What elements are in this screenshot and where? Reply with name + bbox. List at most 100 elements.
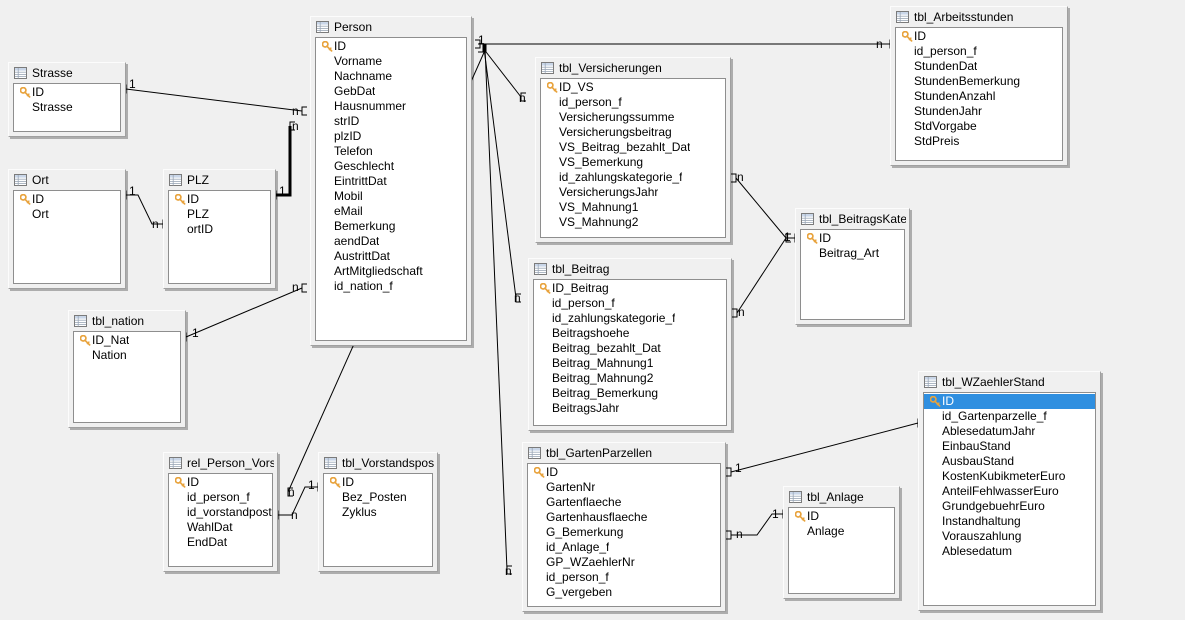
table-title-bar[interactable]: Person [311, 17, 471, 37]
table-title-bar[interactable]: tbl_GartenParzellen [523, 443, 725, 463]
field-row[interactable]: PLZ [169, 207, 270, 222]
field-row[interactable]: ID [896, 29, 1062, 44]
relationship-line-nation-person[interactable] [185, 287, 303, 338]
field-row[interactable]: plzID [316, 129, 466, 144]
table-window-rel_person_vorstand[interactable]: rel_Person_VorstaIDid_person_fid_vorstan… [163, 452, 278, 572]
table-title-bar[interactable]: rel_Person_Vorsta [164, 453, 277, 473]
field-row[interactable]: Beitrag_Mahnung1 [534, 356, 726, 371]
field-row[interactable]: BeitragsJahr [534, 401, 726, 416]
field-row[interactable]: strID [316, 114, 466, 129]
relationship-line-versicherungen-beitragskateg[interactable] [735, 177, 795, 239]
field-row[interactable]: Bez_Posten [324, 490, 432, 505]
field-row[interactable]: AustrittDat [316, 249, 466, 264]
relationship-line-person-versicherungen[interactable] [482, 47, 522, 98]
field-row[interactable]: Geschlecht [316, 159, 466, 174]
table-title-bar[interactable]: tbl_Vorstandspos [319, 453, 437, 473]
field-row[interactable]: EinbauStand [924, 439, 1095, 454]
table-title-bar[interactable]: tbl_Versicherungen [536, 58, 730, 78]
field-row[interactable]: Anlage [789, 524, 894, 539]
field-row[interactable]: id_person_f [541, 95, 725, 110]
field-row[interactable]: ID [14, 192, 120, 207]
field-row[interactable]: id_person_f [528, 570, 720, 585]
field-row[interactable]: id_zahlungskategorie_f [541, 170, 725, 185]
field-row[interactable]: StundenDat [896, 59, 1062, 74]
field-row[interactable]: Beitrag_Art [801, 246, 904, 261]
field-row[interactable]: id_Anlage_f [528, 540, 720, 555]
field-row[interactable]: ID_Beitrag [534, 281, 726, 296]
field-row[interactable]: Ablesedatum [924, 544, 1095, 559]
field-row[interactable]: VS_Mahnung2 [541, 215, 725, 230]
field-row[interactable]: G_vergeben [528, 585, 720, 600]
field-row[interactable]: Ort [14, 207, 120, 222]
field-row[interactable]: GrundgebuehrEuro [924, 499, 1095, 514]
table-title-bar[interactable]: Strasse [9, 63, 125, 83]
field-row[interactable]: AblesedatumJahr [924, 424, 1095, 439]
field-row[interactable]: Beitrag_bezahlt_Dat [534, 341, 726, 356]
field-row[interactable]: id_zahlungskategorie_f [534, 311, 726, 326]
field-row[interactable]: Zyklus [324, 505, 432, 520]
relationship-line-strasse-person[interactable] [125, 88, 303, 112]
table-title-bar[interactable]: PLZ [164, 170, 275, 190]
table-title-bar[interactable]: tbl_BeitragsKateg [796, 209, 909, 229]
field-row[interactable]: ID [789, 509, 894, 524]
field-row[interactable]: Telefon [316, 144, 466, 159]
field-row[interactable]: id_nation_f [316, 279, 466, 294]
field-row[interactable]: Versicherungsbeitrag [541, 125, 725, 140]
field-row[interactable]: GartenNr [528, 480, 720, 495]
field-row[interactable]: EndDat [169, 535, 272, 550]
relationship-line-gartenparzellen-wzaehler[interactable] [730, 422, 919, 473]
field-row[interactable]: ID_VS [541, 80, 725, 95]
field-row[interactable]: Instandhaltung [924, 514, 1095, 529]
field-row[interactable]: Strasse [14, 100, 120, 115]
field-row[interactable]: Beitragshoehe [534, 326, 726, 341]
field-row[interactable]: ortID [169, 222, 270, 237]
field-row[interactable]: VS_Bemerkung [541, 155, 725, 170]
field-row[interactable]: KostenKubikmeterEuro [924, 469, 1095, 484]
field-row[interactable]: AnteilFehlwasserEuro [924, 484, 1095, 499]
field-row[interactable]: Gartenhausflaeche [528, 510, 720, 525]
field-row[interactable]: id_person_f [896, 44, 1062, 59]
field-row[interactable]: ID [924, 394, 1095, 409]
field-row[interactable]: Hausnummer [316, 99, 466, 114]
field-row[interactable]: AusbauStand [924, 454, 1095, 469]
field-row[interactable]: GP_WZaehlerNr [528, 555, 720, 570]
field-row[interactable]: VersicherungsJahr [541, 185, 725, 200]
field-row[interactable]: StdPreis [896, 134, 1062, 149]
table-title-bar[interactable]: Ort [9, 170, 125, 190]
table-title-bar[interactable]: tbl_nation [69, 311, 185, 331]
field-row[interactable]: StundenJahr [896, 104, 1062, 119]
field-row[interactable]: Vorauszahlung [924, 529, 1095, 544]
field-row[interactable]: id_vorstandposte [169, 505, 272, 520]
field-row[interactable]: Versicherungssumme [541, 110, 725, 125]
relationship-line-beitrag-beitragskateg[interactable] [736, 237, 787, 314]
field-row[interactable]: Beitrag_Mahnung2 [534, 371, 726, 386]
field-row[interactable]: StundenBemerkung [896, 74, 1062, 89]
field-row[interactable]: ArtMitgliedschaft [316, 264, 466, 279]
relationship-line-person-beitrag[interactable] [483, 47, 517, 299]
field-row[interactable]: Gartenflaeche [528, 495, 720, 510]
field-row[interactable]: VS_Beitrag_bezahlt_Dat [541, 140, 725, 155]
field-row[interactable]: ID [14, 85, 120, 100]
field-row[interactable]: Nachname [316, 69, 466, 84]
table-title-bar[interactable]: tbl_Arbeitsstunden [891, 7, 1067, 27]
field-row[interactable]: ID [528, 465, 720, 480]
field-row[interactable]: GebDat [316, 84, 466, 99]
